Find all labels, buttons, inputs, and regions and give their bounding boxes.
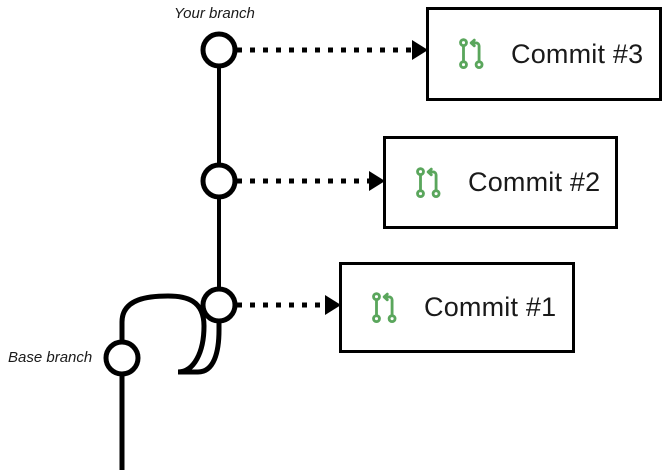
base-branch-merge-curve <box>119 293 222 375</box>
arrow-head-to-commit-1 <box>325 295 341 315</box>
commit-box-3-label: Commit #3 <box>511 38 644 69</box>
git-pull-request-icon <box>416 166 441 198</box>
your-branch-node-3[interactable] <box>200 31 238 69</box>
git-pull-request-icon <box>459 38 484 70</box>
arrow-head-to-commit-3 <box>412 40 428 60</box>
git-pull-request-icon <box>372 291 397 323</box>
base-branch-label: Base branch <box>8 349 93 366</box>
commit-box-1-label: Commit #1 <box>424 292 557 322</box>
base-branch-node[interactable] <box>103 339 141 377</box>
commit-box-2-label: Commit #2 <box>468 167 601 197</box>
commit-box-3[interactable]: Commit #3 <box>426 7 662 101</box>
commit-box-1[interactable]: Commit #1 <box>339 262 575 353</box>
your-branch-label: Your branch <box>174 5 255 22</box>
your-branch-node-2[interactable] <box>200 162 238 200</box>
your-branch-node-1[interactable] <box>200 286 238 324</box>
commit-box-2[interactable]: Commit #2 <box>383 136 618 229</box>
arrow-head-to-commit-2 <box>369 171 385 191</box>
